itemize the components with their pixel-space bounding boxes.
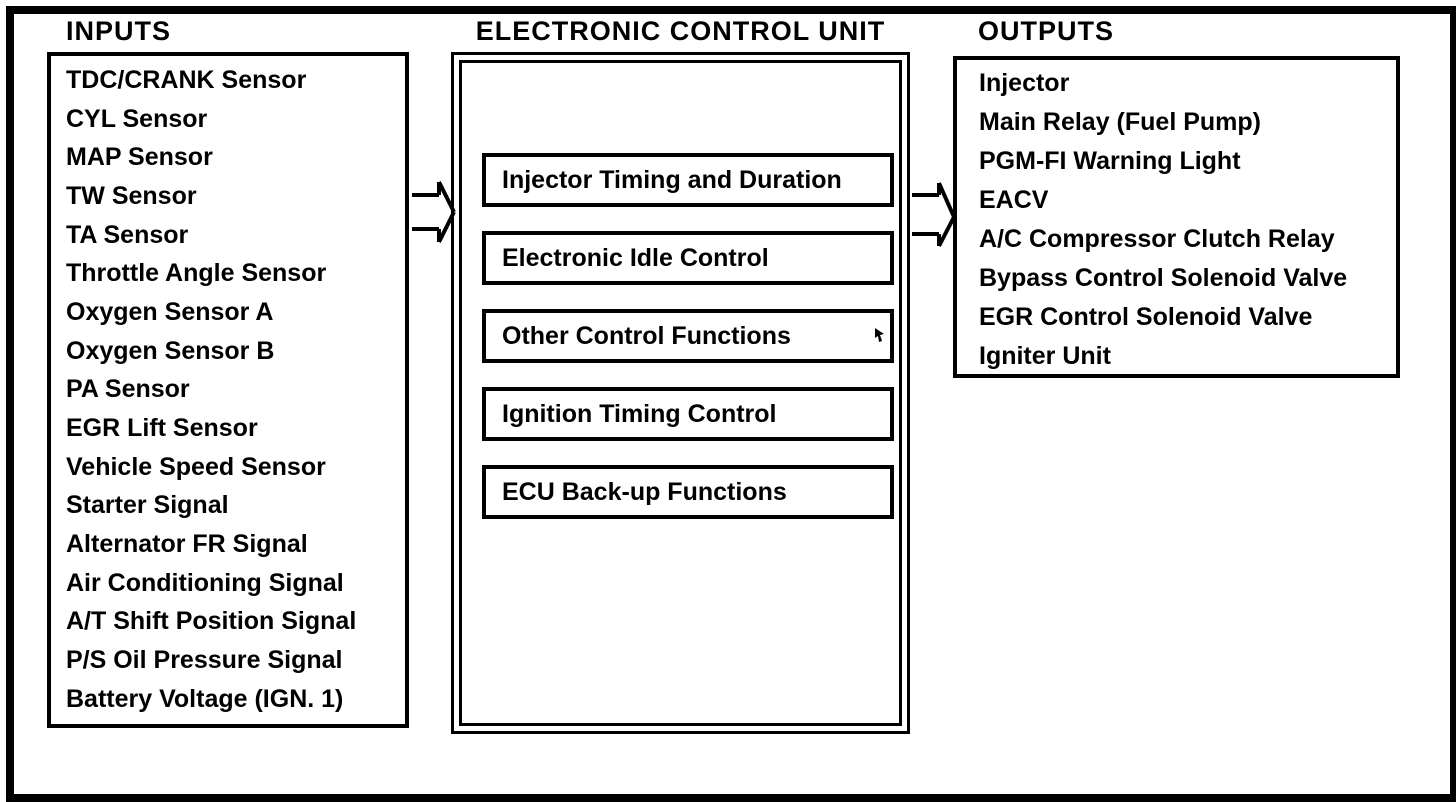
arrow-ecu-to-outputs-icon (912, 182, 956, 247)
input-item: Oxygen Sensor A (66, 297, 274, 326)
input-item: Starter Signal (66, 491, 229, 520)
page-border (6, 6, 1456, 802)
input-item: TDC/CRANK Sensor (66, 65, 307, 94)
ecu-function-box: Ignition Timing Control (482, 387, 894, 441)
input-item: Air Conditioning Signal (66, 568, 344, 597)
input-item: MAP Sensor (66, 143, 213, 172)
arrow-inputs-to-ecu-icon (412, 181, 456, 243)
ecu-function-box: Injector Timing and Duration (482, 153, 894, 207)
ecu-function-box: Electronic Idle Control (482, 231, 894, 285)
output-item: A/C Compressor Clutch Relay (979, 225, 1335, 253)
ecu-function-box: ECU Back-up Functions (482, 465, 894, 519)
input-item: Alternator FR Signal (66, 530, 308, 559)
output-item: EGR Control Solenoid Valve (979, 303, 1313, 331)
output-item: PGM-FI Warning Light (979, 147, 1241, 175)
input-item: CYL Sensor (66, 104, 208, 133)
input-item: A/T Shift Position Signal (66, 607, 357, 636)
output-item: Main Relay (Fuel Pump) (979, 108, 1261, 136)
outputs-title: OUTPUTS (978, 16, 1115, 46)
output-item: Igniter Unit (979, 342, 1111, 370)
input-item: Vehicle Speed Sensor (66, 452, 326, 481)
ecu-function-box: Other Control Functions (482, 309, 894, 363)
input-item: Throttle Angle Sensor (66, 259, 327, 288)
output-item: Bypass Control Solenoid Valve (979, 264, 1348, 292)
output-item: Injector (979, 69, 1070, 97)
input-item: Battery Voltage (IGN. 1) (66, 684, 344, 713)
inputs-title: INPUTS (66, 16, 172, 46)
input-item: TA Sensor (66, 220, 189, 249)
mouse-pointer-icon (875, 328, 884, 342)
input-item: PA Sensor (66, 375, 190, 404)
output-item: EACV (979, 186, 1049, 214)
input-item: TW Sensor (66, 181, 197, 210)
input-item: P/S Oil Pressure Signal (66, 646, 343, 675)
ecu-title: ELECTRONIC CONTROL UNIT (475, 16, 886, 46)
input-item: Oxygen Sensor B (66, 336, 275, 365)
input-item: EGR Lift Sensor (66, 414, 258, 443)
